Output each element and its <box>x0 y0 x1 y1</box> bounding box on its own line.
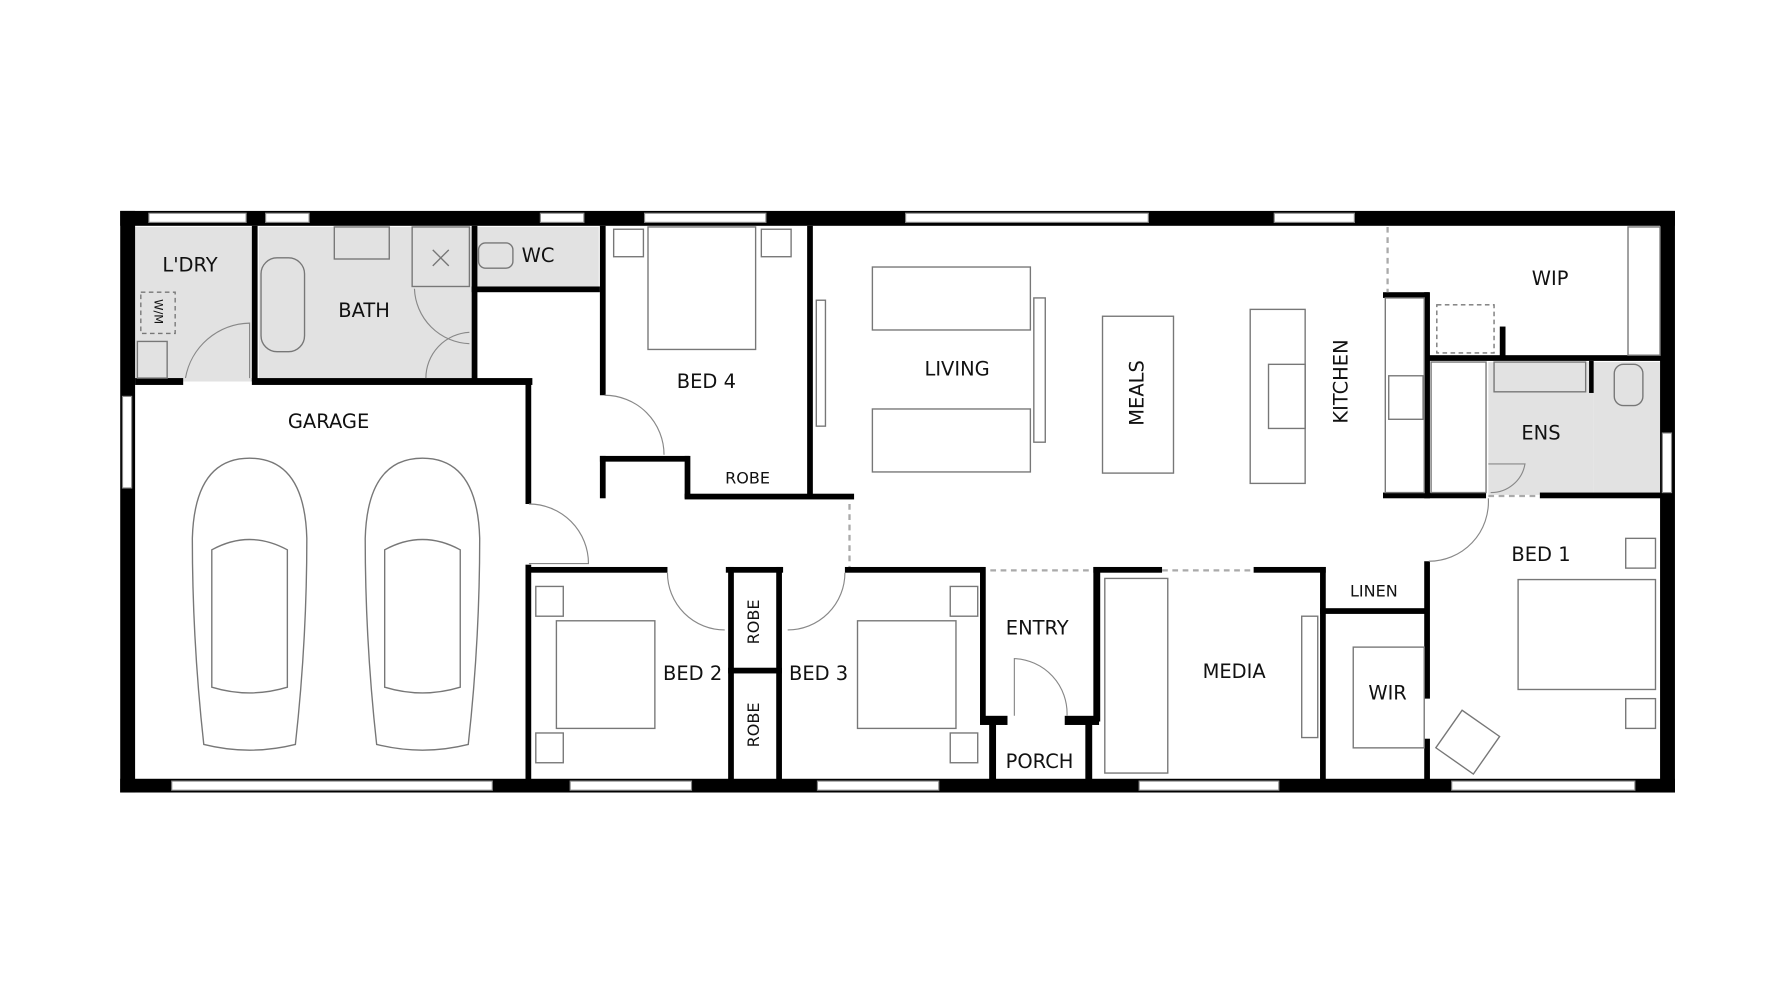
sofa <box>871 408 1032 473</box>
fixtures <box>136 226 1661 775</box>
label-bed2: BED 2 <box>663 662 722 685</box>
vanity <box>333 226 390 260</box>
bed4-bed <box>647 226 757 351</box>
shower <box>411 226 471 288</box>
label-wc: WC <box>522 244 555 267</box>
fridge <box>1436 304 1495 354</box>
label-kitchen: KITCHEN <box>1329 339 1352 423</box>
room-labels: L'DRY W/M BATH WC BED 4 ROBE LIVING MEAL… <box>151 244 1570 773</box>
bed1-bed <box>1517 578 1657 691</box>
label-bed4: BED 4 <box>677 370 736 393</box>
cooktop <box>1388 375 1424 420</box>
label-robe-upper: ROBE <box>744 600 763 645</box>
label-laundry: L'DRY <box>162 253 217 276</box>
label-bed3: BED 3 <box>789 662 848 685</box>
doors <box>184 288 1526 716</box>
car-icon <box>191 457 308 751</box>
label-bath: BATH <box>338 299 390 322</box>
kitchen-island <box>1249 308 1306 485</box>
bed2-bed <box>555 620 656 730</box>
label-bed4-robe: ROBE <box>725 468 770 487</box>
bathtub <box>260 257 306 353</box>
label-ensuite: ENS <box>1521 422 1560 445</box>
label-entry: ENTRY <box>1006 616 1069 639</box>
label-living: LIVING <box>924 358 989 381</box>
sink <box>1267 363 1306 430</box>
label-washing-machine: W/M <box>151 299 165 324</box>
toilet <box>477 242 514 269</box>
label-linen: LINEN <box>1350 582 1398 601</box>
pantry-shelf <box>1627 226 1661 356</box>
media-sofa <box>1104 577 1169 774</box>
car-icon <box>364 457 481 751</box>
ensuite-toilet <box>1613 363 1644 407</box>
kitchen-bench <box>1384 297 1425 494</box>
tv-unit <box>1301 615 1319 739</box>
ensuite-shower <box>1430 361 1487 494</box>
label-wir: WIR <box>1368 682 1407 705</box>
label-porch: PORCH <box>1006 750 1074 773</box>
label-meals: MEALS <box>1126 360 1149 426</box>
openings <box>848 226 1540 572</box>
washing-machine <box>140 291 176 335</box>
label-wip: WIP <box>1532 267 1569 290</box>
dining-table <box>1101 315 1175 474</box>
windows <box>121 212 1673 791</box>
label-garage: GARAGE <box>288 410 369 433</box>
trough <box>136 340 168 379</box>
armchair <box>1434 709 1501 775</box>
wir-shelf <box>1352 646 1425 749</box>
label-bed1: BED 1 <box>1511 543 1570 566</box>
label-media: MEDIA <box>1203 660 1267 683</box>
wet-areas <box>135 226 1661 495</box>
label-robe-lower: ROBE <box>744 703 763 748</box>
ensuite-vanity <box>1493 361 1587 393</box>
bed3-bed <box>856 620 957 730</box>
sofa <box>871 266 1032 331</box>
